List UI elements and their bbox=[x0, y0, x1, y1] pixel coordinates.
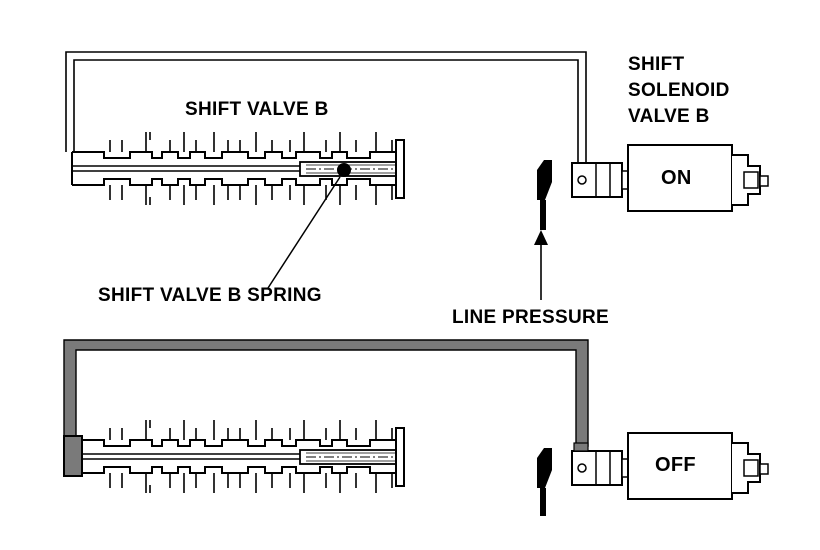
solenoid-label-line2: SOLENOID bbox=[628, 80, 730, 101]
pressure-inlet-off bbox=[537, 448, 552, 488]
solenoid-label-line3: VALVE B bbox=[628, 106, 710, 127]
state-off-label: OFF bbox=[655, 454, 696, 476]
line-pressure-label: LINE PRESSURE bbox=[452, 307, 609, 328]
signal-passage-on bbox=[65, 51, 587, 163]
shift-valve-b-body-off bbox=[71, 419, 405, 494]
shift-valve-b-body-on bbox=[71, 131, 405, 206]
state-on-label: ON bbox=[661, 167, 692, 189]
pressure-chamber bbox=[63, 435, 83, 477]
circuit-off bbox=[63, 339, 769, 516]
spring-ball bbox=[337, 163, 351, 177]
shift-valve-b-label: SHIFT VALVE B bbox=[185, 99, 329, 120]
spring-label: SHIFT VALVE B SPRING bbox=[98, 285, 322, 306]
spring-leader-line bbox=[267, 176, 341, 289]
circuit-on bbox=[65, 51, 769, 300]
solenoid-label-line1: SHIFT bbox=[628, 54, 685, 75]
pressure-inlet-on bbox=[537, 160, 552, 200]
